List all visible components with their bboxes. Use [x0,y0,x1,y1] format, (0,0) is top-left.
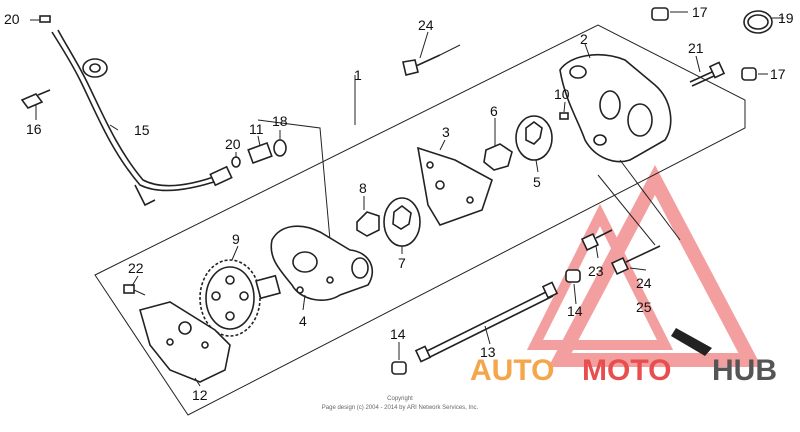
pin-10 [559,112,569,120]
copyright-line-2: Page design (c) 2004 - 2014 by ARI Netwo… [322,405,479,411]
callout-19: 19 [778,10,794,26]
o-ring-19 [743,10,773,34]
collar-11 [247,141,273,165]
callout-10: 10 [554,86,570,102]
callout-numbers: 1 2 3 4 5 6 7 8 9 10 11 12 13 14 14 15 1… [4,4,794,403]
inner-rotor-6 [483,143,513,171]
callout-12: 12 [192,387,208,403]
watermark-text: AUTO MOTO HUB [470,354,777,387]
bolt-20-top [39,15,51,23]
subassembly-boundary [257,119,331,241]
callout-16: 16 [26,121,42,137]
callout-5: 5 [533,174,541,190]
callout-1: 1 [354,67,362,83]
cover-plate-12 [139,301,231,383]
callout-6: 6 [490,103,498,119]
ring-20 [231,156,241,168]
callout-9: 9 [232,231,240,247]
watermark-moto: MOTO [582,354,671,387]
callout-20-mid: 20 [225,136,241,152]
watermark-auto: AUTO [470,354,554,387]
callout-17-top: 17 [692,4,708,20]
callout-15: 15 [134,122,150,138]
bolt-23 [580,229,613,252]
callout-25: 25 [636,299,652,315]
outer-rotor-5 [515,115,553,161]
callout-11: 11 [249,121,264,137]
forward-direction-arrow: FWD [671,328,712,356]
separator-plate-3 [416,146,493,226]
copyright-line-1: Copyright [387,396,413,402]
outer-rotor-7 [383,197,421,247]
assembly-boundary [94,24,746,416]
watermark-hub: HUB [712,354,777,387]
dowel-17-top [651,7,669,21]
dowel-14-bottom [391,361,407,375]
fwd-label: FWD [680,335,705,355]
bolt-22 [123,284,146,296]
drive-shaft-13 [414,281,559,363]
callout-23: 23 [588,263,604,279]
dowel-17-right [741,67,757,81]
callout-18: 18 [272,113,288,129]
pump-body-4 [270,225,374,301]
inner-rotor-8 [356,211,380,237]
callout-13: 13 [480,344,496,360]
bolt-21 [689,61,726,87]
sprocket-9 [199,259,281,337]
bolt-24-lower [610,245,661,276]
callout-14-bottom: 14 [390,326,406,342]
callout-14-right: 14 [567,303,583,319]
callout-4: 4 [299,313,307,329]
callout-17-right: 17 [770,66,786,82]
callout-7: 7 [398,255,406,271]
callout-3: 3 [442,124,450,140]
bolt-24-top [402,44,461,76]
callout-22: 22 [128,260,144,276]
callout-20-top: 20 [4,11,20,27]
dowel-14-right [565,269,581,283]
callout-24-top: 24 [418,17,434,33]
oil-pipe [51,29,233,207]
callout-2: 2 [580,31,588,47]
leader-lines [30,11,784,387]
pump-cover-2 [559,54,672,163]
washer-18 [273,139,287,157]
callout-8: 8 [359,180,367,196]
callout-21: 21 [688,40,704,56]
callout-24-lower: 24 [636,275,652,291]
bolt-16 [20,89,51,109]
